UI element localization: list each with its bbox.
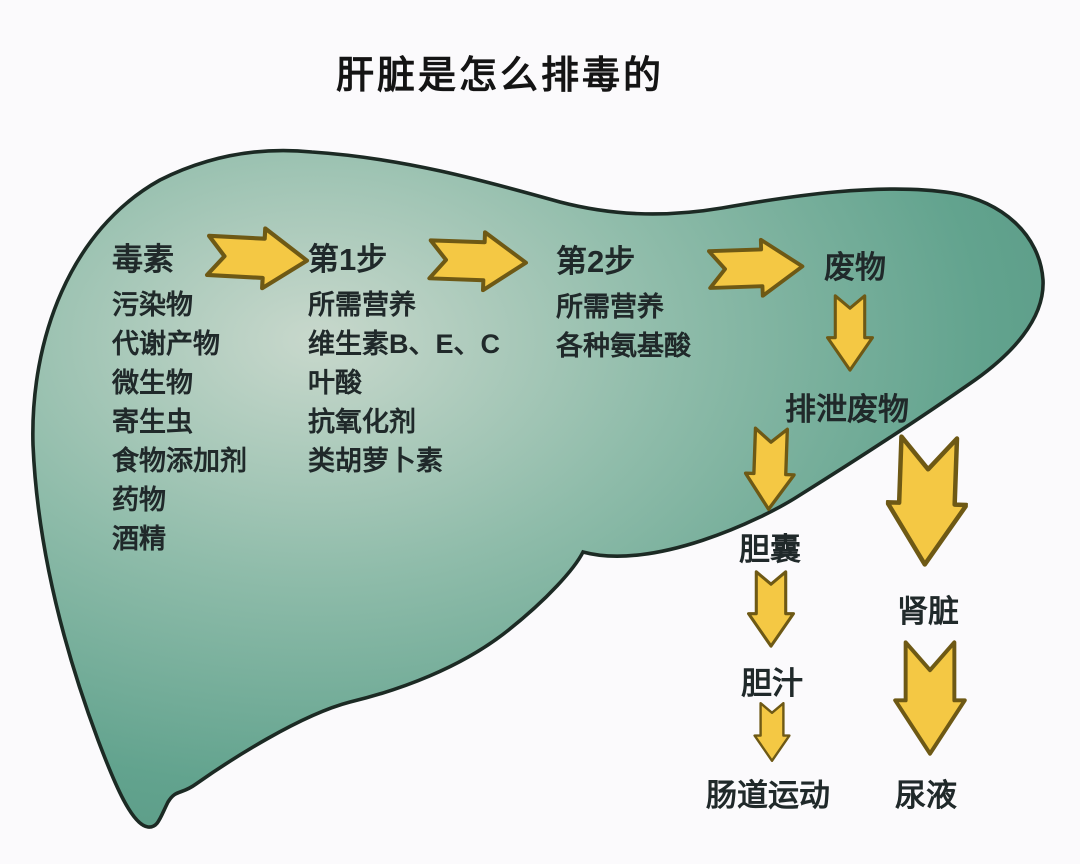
- toxins-item: 药物: [112, 485, 166, 515]
- step1-item: 抗氧化剂: [308, 407, 416, 437]
- toxins-item: 微生物: [112, 368, 193, 398]
- page-title: 肝脏是怎么排毒的: [335, 55, 664, 97]
- step1-item: 叶酸: [308, 368, 362, 398]
- excreted-waste-label: 排泄废物: [785, 392, 909, 427]
- step2-column: 第2步 所需营养 各种氨基酸: [556, 236, 691, 366]
- step1-item: 维生素B、E、C: [308, 329, 501, 359]
- step2-header: 第2步: [556, 244, 636, 279]
- liver-outline: [31, 148, 1045, 829]
- bile-label: 胆汁: [741, 666, 803, 701]
- toxins-list: 污染物 代谢产物 微生物 寄生虫 食物添加剂 药物 酒精: [112, 286, 247, 559]
- gallbladder-label: 胆囊: [739, 532, 801, 567]
- arrow-right-icon: [427, 230, 528, 293]
- arrow-down-icon: [747, 570, 795, 648]
- toxins-item: 寄生虫: [112, 407, 193, 437]
- arrow-down-icon: [885, 434, 969, 567]
- waste-label: 废物: [824, 250, 886, 285]
- toxins-column: 毒素 污染物 代谢产物 微生物 寄生虫 食物添加剂 药物 酒精: [112, 234, 247, 559]
- toxins-item: 污染物: [112, 290, 193, 320]
- step1-column: 第1步 所需营养 维生素B、E、C 叶酸 抗氧化剂 类胡萝卜素: [308, 234, 500, 481]
- urine-label: 尿液: [895, 778, 957, 813]
- arrow-down-icon: [826, 294, 874, 372]
- arrow-down-icon: [753, 702, 791, 762]
- toxins-item: 代谢产物: [112, 329, 220, 359]
- arrow-down-icon: [893, 640, 967, 756]
- toxins-header: 毒素: [112, 242, 174, 277]
- arrow-down-icon: [743, 426, 796, 511]
- step2-list: 所需营养 各种氨基酸: [556, 288, 691, 366]
- arrow-right-icon: [204, 226, 310, 291]
- step2-item: 所需营养: [556, 292, 664, 322]
- step1-item: 类胡萝卜素: [308, 446, 443, 476]
- intestinal-movement-label: 肠道运动: [706, 778, 830, 813]
- step1-header: 第1步: [308, 242, 388, 277]
- step1-item: 所需营养: [308, 290, 416, 320]
- toxins-item: 酒精: [112, 524, 166, 554]
- kidney-label: 肾脏: [897, 594, 959, 629]
- toxins-item: 食物添加剂: [112, 446, 247, 476]
- step2-item: 各种氨基酸: [556, 331, 691, 361]
- step1-list: 所需营养 维生素B、E、C 叶酸 抗氧化剂 类胡萝卜素: [308, 286, 500, 481]
- arrow-right-icon: [706, 237, 805, 298]
